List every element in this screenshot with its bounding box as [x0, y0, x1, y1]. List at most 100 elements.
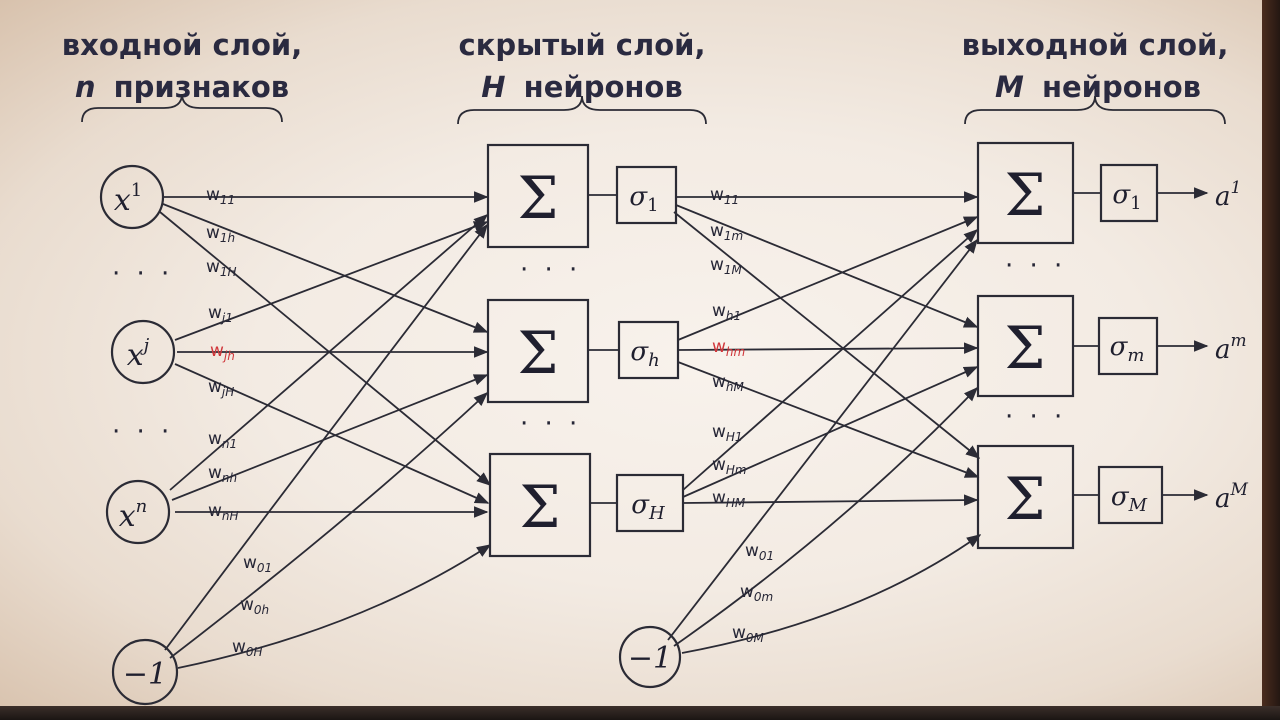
weights-layer1-labels: w11 w1h w1H wj1 wjh wjH wn1 wnh wnH w01 … — [206, 185, 272, 659]
output-ellipsis-1: · · · — [1005, 251, 1066, 281]
hidden-sum-h — [486, 298, 590, 404]
edge-b2-om — [673, 386, 978, 647]
header-input-var: n — [75, 70, 96, 104]
output-arrows — [1157, 187, 1209, 501]
edges-sum-sigma — [588, 192, 1101, 504]
screen-bezel-bottom — [0, 706, 1280, 720]
hidden-sum-h-symbol: Σ — [517, 319, 558, 387]
hidden-sigma-h-label: σh — [630, 337, 659, 371]
output-sigma-M — [1097, 465, 1164, 525]
header-output-brace — [964, 95, 1226, 125]
edge-sigh-o1 — [677, 216, 979, 341]
weight-l2-0m: w0m — [740, 582, 773, 604]
hidden-sigma-1 — [615, 165, 678, 225]
hidden-sum-nodes: Σ · · · Σ · · · Σ — [486, 143, 592, 558]
output-sigma-m-label: σm — [1110, 332, 1145, 366]
output-bias-label: −1 — [628, 641, 672, 676]
weight-l2-h1: wh1 — [712, 301, 741, 323]
header-input-layer: входной слой, n признаков — [62, 28, 302, 123]
weight-l2-01: w01 — [745, 541, 774, 563]
output-sum-M — [976, 444, 1075, 550]
weight-l1-11: w11 — [206, 185, 235, 207]
input-bias-label: −1 — [123, 657, 167, 692]
input-ellipsis-2: · · · — [112, 417, 173, 447]
output-sigma-1 — [1099, 163, 1159, 223]
edge-sigH-o1 — [682, 229, 979, 491]
hidden-sum-H — [488, 452, 592, 558]
weight-l2-1M: w1M — [710, 255, 743, 277]
edge-xj-s1 — [174, 221, 489, 341]
output-label-m: am — [1215, 331, 1247, 365]
header-hidden-text: нейронов — [524, 70, 683, 104]
weights-layer2-labels: w11 w1m w1M wh1 whm whM wH1 wHm wHM w01 … — [710, 185, 774, 645]
edge-xn-s1 — [169, 214, 489, 491]
weight-l2-0M: w0M — [732, 623, 765, 645]
edge-b-sH — [177, 544, 492, 669]
hidden-sigma-1-label: σ1 — [629, 182, 658, 216]
output-sum-m-symbol: Σ — [1004, 314, 1045, 382]
edge-b-sh — [169, 392, 489, 659]
output-sigma-m — [1097, 316, 1159, 376]
weight-l1-n1: wn1 — [208, 429, 237, 451]
hidden-ellipsis-1: · · · — [520, 255, 581, 285]
header-hidden-line2: H нейронов — [481, 70, 682, 104]
input-node-n — [105, 479, 171, 545]
edge-sig1-oM — [673, 211, 981, 459]
weight-l1-jH: wjH — [208, 377, 234, 399]
header-input-brace — [81, 93, 283, 123]
output-bias: −1 — [618, 625, 682, 689]
input-ellipsis-1: · · · — [112, 259, 173, 289]
output-sum-nodes: Σ · · · Σ · · · Σ — [976, 141, 1075, 550]
header-output-line2: M нейронов — [995, 70, 1201, 104]
edge-sig1-om — [675, 204, 979, 328]
header-output-text: нейронов — [1042, 70, 1201, 104]
weight-l2-1m: w1m — [710, 221, 743, 243]
weight-l2-HM: wHM — [712, 488, 746, 510]
header-hidden-var: H — [481, 70, 505, 104]
header-input-line1: входной слой, — [62, 28, 302, 62]
input-node-1-label: x1 — [114, 180, 142, 218]
input-node-1 — [99, 164, 165, 230]
edge-b2-o1 — [667, 238, 978, 641]
output-sigma-M-label: σM — [1111, 482, 1148, 516]
weight-l1-nH: wnH — [208, 501, 239, 523]
edge-b-s1 — [164, 223, 488, 651]
weight-l1-nh: wnh — [208, 463, 237, 485]
hidden-sigma-H-label: σH — [631, 490, 665, 524]
output-sum-1-symbol: Σ — [1004, 161, 1045, 229]
output-sum-M-symbol: Σ — [1004, 465, 1045, 533]
header-hidden-brace — [457, 95, 707, 125]
edges-layer1 — [159, 191, 492, 669]
edge-sigH-oM — [682, 494, 979, 506]
output-bias-node — [618, 625, 682, 689]
edge-xn-sh — [171, 374, 489, 501]
hidden-ellipsis-2: · · · — [520, 409, 581, 439]
output-ellipsis-2: · · · — [1005, 402, 1066, 432]
output-label-M: aM — [1215, 480, 1249, 514]
output-activation-nodes: σ1 σm σM — [1097, 163, 1164, 525]
screen-bezel-right — [1262, 0, 1280, 720]
weight-l2-hm: whm — [712, 337, 745, 359]
output-label-1: a1 — [1215, 178, 1241, 212]
weight-l2-Hm: wHm — [712, 455, 747, 477]
weight-l2-11: w11 — [710, 185, 739, 207]
weight-l1-0h: w0h — [240, 595, 269, 617]
output-sigma-1-label: σ1 — [1112, 180, 1141, 214]
edge-x1-sh — [162, 203, 489, 333]
edges-layer2 — [667, 191, 982, 654]
weight-l2-H1: wH1 — [712, 422, 743, 444]
weight-l1-0H: w0H — [232, 637, 263, 659]
weight-l1-j1: wj1 — [208, 303, 233, 325]
header-output-layer: выходной слой, M нейронов — [962, 28, 1229, 125]
edge-sigh-om — [677, 342, 979, 354]
header-hidden-layer: скрытый слой, H нейронов — [457, 28, 707, 125]
output-labels: a1 am aM — [1215, 178, 1249, 514]
weight-l2-hM: whM — [712, 372, 745, 394]
input-node-j-label: xj — [127, 335, 150, 373]
header-output-line1: выходной слой, — [962, 28, 1229, 62]
header-input-line2: n признаков — [75, 70, 289, 104]
weight-l1-1h: w1h — [206, 223, 235, 245]
output-sum-m — [976, 294, 1075, 398]
